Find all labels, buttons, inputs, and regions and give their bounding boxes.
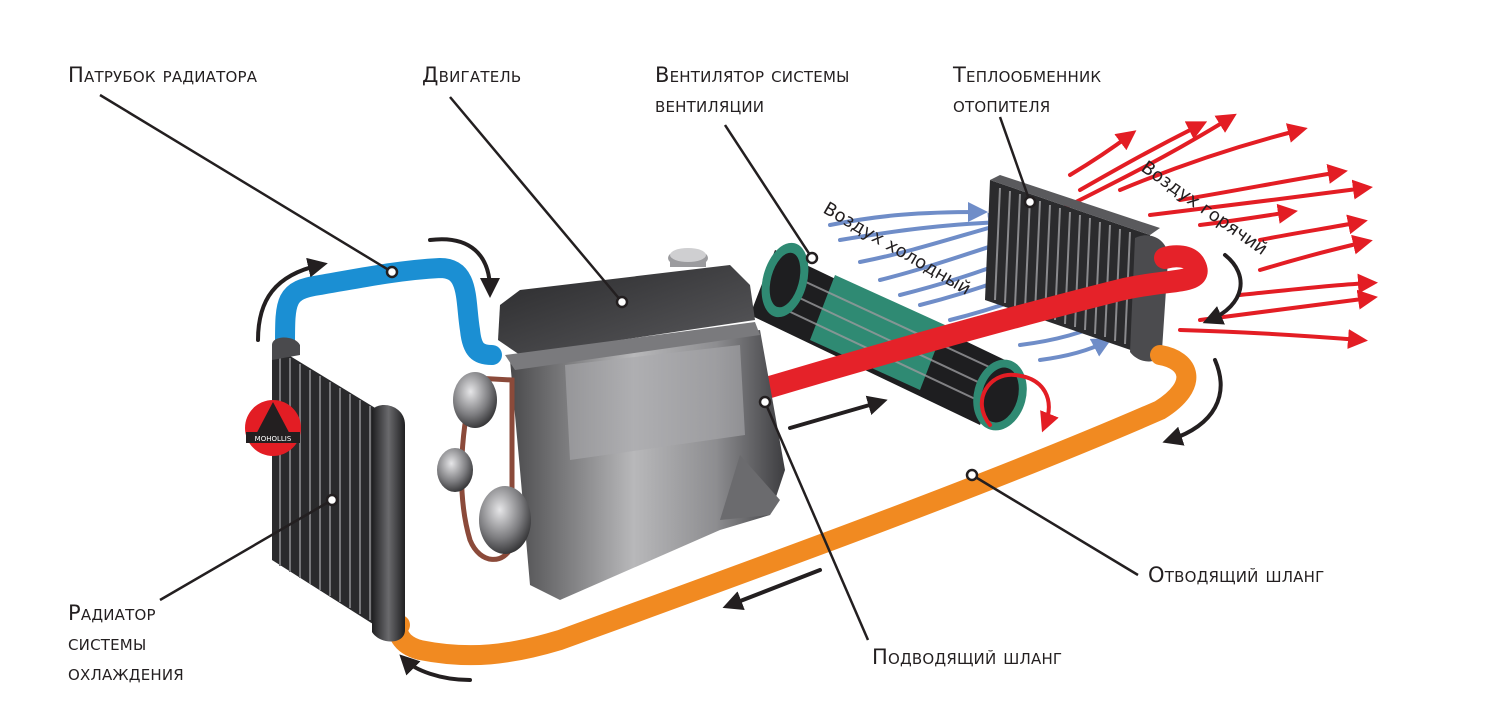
label-inlet-hose: Подводящий шланг [872, 645, 1063, 669]
label-heater-line2: отопителя [953, 93, 1051, 117]
coolant-flow-arrows [256, 237, 1243, 682]
label-radiator-hose: Патрубок радиатора [68, 63, 258, 87]
label-radiator-line3: охлаждения [68, 661, 184, 685]
label-fan-line1: Вентилятор системы [655, 63, 850, 87]
engine [437, 248, 785, 600]
label-engine: Двигатель [422, 63, 522, 87]
brand-logo: MOHOLLIS [245, 400, 301, 456]
label-radiator-line1: Радиатор [68, 601, 156, 625]
radiator-hose [275, 257, 502, 365]
label-heater-line1: Теплообменник [953, 63, 1102, 87]
label-radiator-line2: системы [68, 631, 147, 655]
cooling-radiator [272, 337, 405, 642]
leader-dots [325, 195, 1037, 507]
svg-text:MOHOLLIS: MOHOLLIS [255, 435, 292, 443]
outlet-hose [388, 345, 1197, 666]
label-outlet-hose: Отводящий шланг [1148, 563, 1325, 587]
label-fan-line2: вентиляции [655, 93, 765, 117]
fan-rotation-arrow [979, 372, 1059, 433]
leader-lines [99, 93, 1139, 641]
